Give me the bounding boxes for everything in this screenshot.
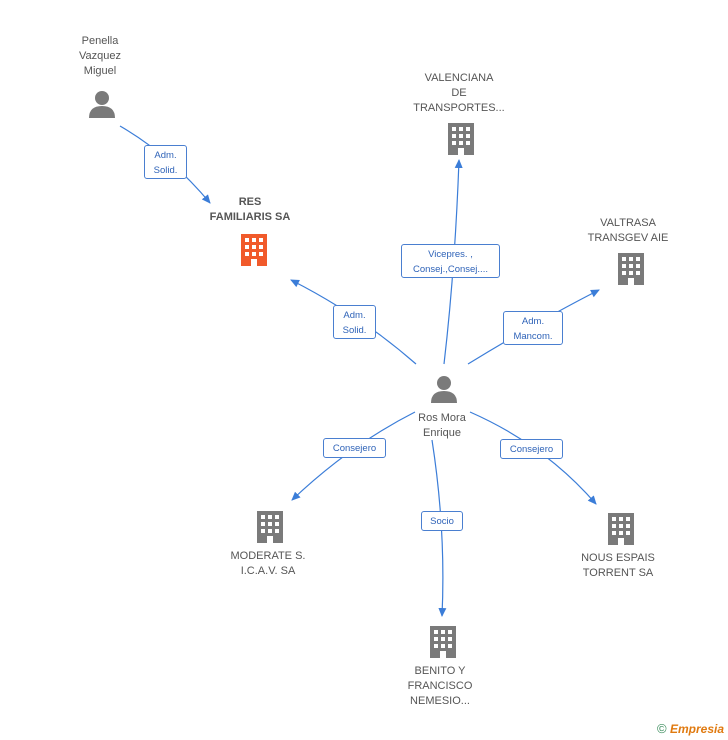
brand-logo: Empresia (669, 722, 724, 736)
node-label-res[interactable]: RES FAMILIARIS SA (209, 196, 291, 223)
building-icon[interactable] (615, 251, 647, 292)
edge-label-ros-benito: Socio (421, 511, 463, 531)
footer-brand: © Empresia (657, 721, 724, 736)
node-label-valenciana[interactable]: VALENCIANA DE TRANSPORTES... (413, 72, 505, 114)
node-label-ros[interactable]: Ros Mora Enrique (418, 412, 466, 439)
building-icon[interactable] (254, 509, 286, 550)
edge-label-ros-res: Adm. Solid. (333, 305, 376, 339)
person-icon[interactable] (429, 374, 459, 409)
node-label-penella[interactable]: Penella Vazquez Miguel (79, 35, 121, 77)
person-icon[interactable] (87, 89, 117, 124)
edge-label-ros-moderate: Consejero (323, 438, 386, 458)
building-icon[interactable] (427, 624, 459, 665)
node-label-nous[interactable]: NOUS ESPAIS TORRENT SA (581, 552, 655, 579)
edge-label-ros-valtrasa: Adm. Mancom. (503, 311, 563, 345)
node-label-moderate[interactable]: MODERATE S. I.C.A.V. SA (230, 550, 306, 577)
node-label-valtrasa[interactable]: VALTRASA TRANSGEV AIE (587, 217, 669, 244)
edge-label-ros-valenciana: Vicepres. , Consej.,Consej.... (401, 244, 500, 278)
copyright-icon: © (657, 721, 667, 736)
building-icon-res[interactable] (238, 232, 270, 273)
building-icon[interactable] (445, 121, 477, 162)
node-label-benito[interactable]: BENITO Y FRANCISCO NEMESIO... (407, 665, 473, 707)
edge-label-penella-res: Adm. Solid. (144, 145, 187, 179)
edge-label-ros-nous: Consejero (500, 439, 563, 459)
building-icon[interactable] (605, 511, 637, 552)
